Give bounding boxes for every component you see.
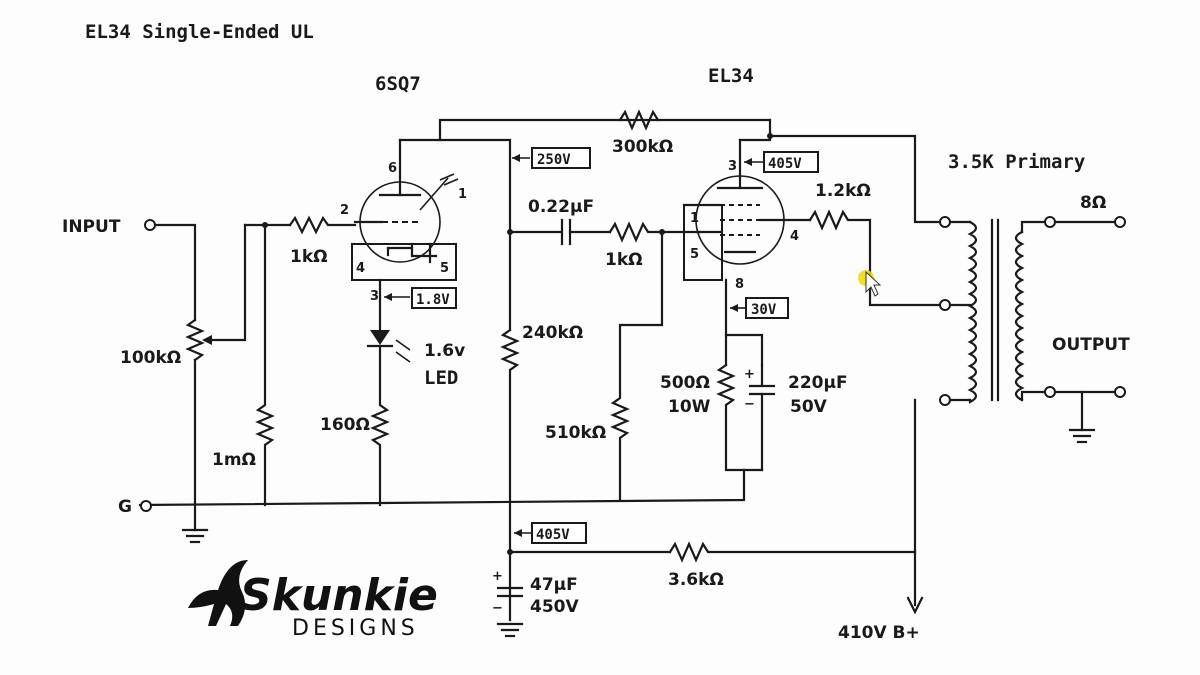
supply-voltage-label: 405V	[536, 527, 570, 543]
supply-resistor-label: 3.6kΩ	[668, 570, 724, 590]
output-plate-wire	[768, 134, 942, 224]
el34-pin-5-label: 5	[690, 247, 699, 262]
svg-text:+: +	[744, 367, 755, 382]
supply-cap-label-1: 47µF	[530, 575, 578, 595]
feedback-label: 300kΩ	[612, 137, 673, 157]
supply-cap-label-2: 450V	[530, 597, 579, 617]
logo-brand-text: Skunkie	[240, 570, 438, 621]
transformer-secondary	[1014, 230, 1025, 402]
grid-leak-resistor	[255, 223, 275, 507]
grid-return-resistor	[610, 230, 664, 502]
led-diode	[370, 330, 390, 345]
output-plate-voltage-box	[763, 151, 819, 173]
screen-resistor	[808, 209, 942, 307]
el34-pin-4-label: 4	[790, 229, 799, 244]
ground-label: G	[118, 497, 132, 517]
svg-text:−: −	[492, 601, 503, 616]
pot-wiper-wire	[208, 223, 247, 342]
cathode-voltage-label: 1.8V	[416, 292, 450, 308]
output-tube-label: EL34	[708, 65, 754, 87]
grid-stopper-resistor	[288, 215, 357, 235]
skunkie-logo: Skunkie DESIGNS	[188, 560, 438, 641]
grid-return-label: 510kΩ	[545, 423, 606, 443]
bplus-label: 410V B+	[838, 623, 920, 643]
pin-5-label: 5	[440, 261, 449, 276]
driver-cathode-resistor-label: 160Ω	[320, 415, 370, 435]
ground-bus	[138, 468, 746, 507]
primary-label: 3.5K Primary	[948, 151, 1085, 173]
driver-cathode-resistor	[370, 344, 390, 507]
grid-stopper2-resistor	[608, 221, 702, 243]
pot-label: 100kΩ	[120, 348, 181, 368]
skunk-icon	[188, 560, 248, 626]
grid-stopper2-label: 1kΩ	[605, 250, 643, 270]
grid-leak-label: 1mΩ	[212, 450, 256, 470]
svg-text:−: −	[744, 397, 755, 412]
pin-2-label: 2	[340, 203, 349, 218]
output-plate-voltage-label: 405V	[768, 156, 802, 172]
bplus-arrow	[906, 596, 924, 615]
output-cathode-resistor	[716, 363, 764, 472]
plate-voltage-box	[531, 147, 591, 169]
driver-diode-box	[351, 243, 457, 281]
pin-1-label: 1	[458, 187, 467, 202]
output-pin-box	[683, 204, 723, 281]
grid-stopper-label: 1kΩ	[290, 247, 328, 267]
schematic-title: EL34 Single-Ended UL	[85, 21, 314, 43]
pot-resistor	[185, 318, 205, 362]
cathode-cap-label-2: 50V	[790, 397, 828, 417]
plate-voltage-label: 250V	[537, 152, 571, 168]
pin-3-label: 3	[370, 289, 379, 304]
speaker-impedance-label: 8Ω	[1080, 193, 1106, 213]
speaker-terminal-com	[1114, 386, 1126, 398]
output-cathode-resistor-label-1: 500Ω	[660, 373, 710, 393]
input-label: INPUT	[62, 217, 121, 237]
supply-resistor	[668, 541, 917, 563]
svg-text:+: +	[492, 569, 503, 584]
cathode-voltage-box	[411, 287, 457, 309]
coupling-cap-label: 0.22µF	[528, 197, 594, 217]
el34-pin-1-label: 1	[690, 211, 699, 226]
supply-voltage-box	[531, 522, 587, 544]
plate-resistor-label: 240kΩ	[522, 323, 583, 343]
feedback-wire	[398, 118, 772, 142]
input-terminal	[144, 219, 156, 231]
pin-6-label: 6	[388, 161, 397, 176]
pot-wiper-arrow	[202, 335, 212, 345]
output-cathode-voltage-box	[745, 297, 789, 319]
screen-resistor-label: 1.2kΩ	[815, 181, 871, 201]
cathode-cap-label-1: 220µF	[788, 373, 848, 393]
driver-tube-label: 6SQ7	[375, 73, 421, 95]
el34-pin-3-label: 3	[728, 159, 737, 174]
mouse-cursor-icon	[865, 270, 882, 297]
output-cathode-resistor-label-2: 10W	[668, 397, 711, 417]
input-wire	[153, 223, 197, 322]
driver-plate-wire	[438, 138, 512, 332]
ground-terminal	[140, 500, 152, 512]
pin-4-label: 4	[356, 261, 365, 276]
output-cathode-voltage-label: 30V	[751, 302, 777, 318]
led-value-label: 1.6v	[424, 341, 465, 361]
logo-sub-text: DESIGNS	[292, 616, 419, 641]
transformer-primary	[967, 220, 978, 404]
led-text-label: LED	[424, 367, 458, 389]
el34-pin-8-label: 8	[735, 277, 744, 292]
output-label: OUTPUT	[1052, 335, 1130, 355]
feedback-resistor	[618, 109, 660, 131]
plate-resistor	[500, 328, 520, 622]
speaker-terminal-8	[1114, 216, 1126, 228]
